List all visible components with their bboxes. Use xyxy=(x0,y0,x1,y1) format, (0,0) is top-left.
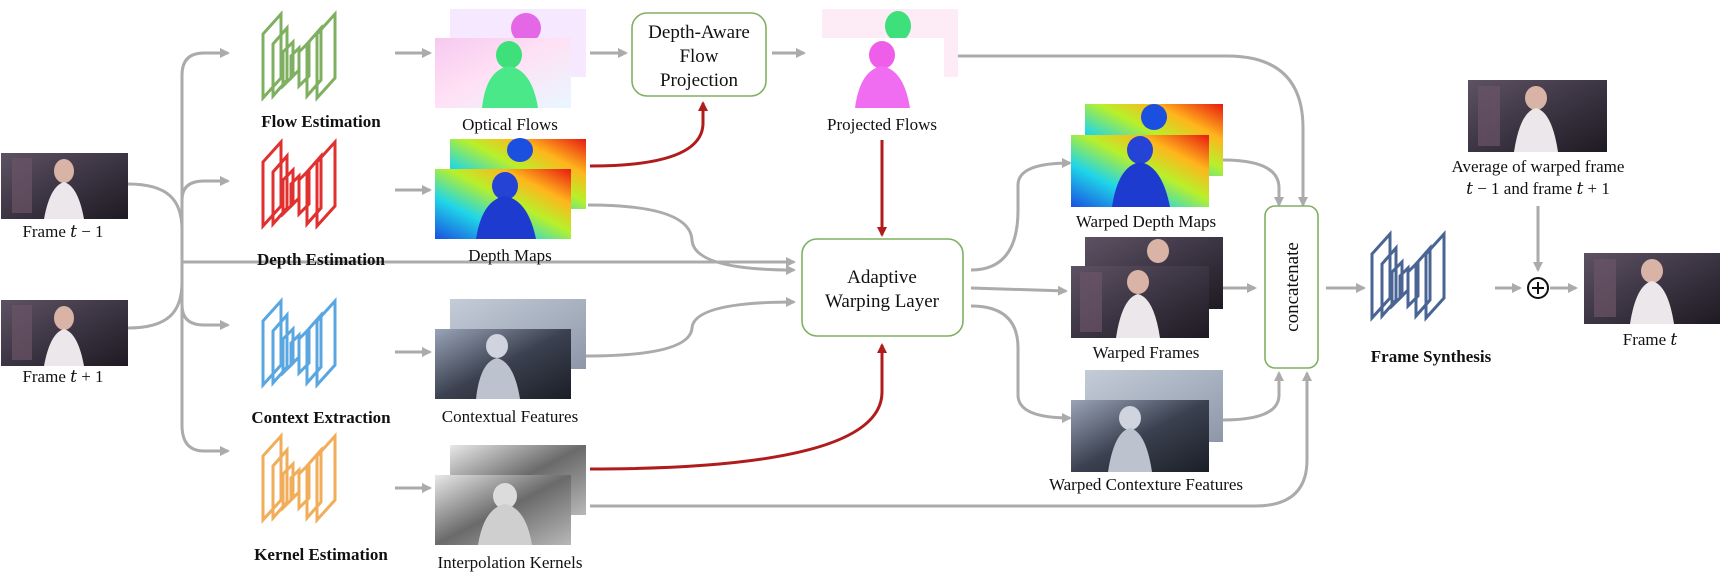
concatenate-module xyxy=(1264,205,1319,369)
plus-circle-icon xyxy=(1527,277,1549,299)
frame-prev-label: Frame 𝑡 − 1 xyxy=(22,222,103,241)
depth-maps-image xyxy=(435,138,586,239)
optical-flows-label: Optical Flows xyxy=(462,115,558,134)
flow-estimation-label: Flow Estimation xyxy=(261,112,381,131)
encoder-decoder-icon xyxy=(261,432,337,524)
encoder-decoder-icon xyxy=(261,10,337,102)
average-label-line-1: Average of warped frame xyxy=(1452,157,1625,176)
encoder-decoder-icon xyxy=(1370,230,1446,322)
feature-arrows xyxy=(585,48,1312,508)
kernel-estimation-label: Kernel Estimation xyxy=(254,545,388,564)
output-frame-image xyxy=(1584,253,1720,324)
context-extraction-label: Context Extraction xyxy=(251,408,391,427)
projection-line-3: Projection xyxy=(660,70,739,91)
frame-synthesis-label: Frame Synthesis xyxy=(1371,347,1492,366)
depth-aware-flow-projection-module xyxy=(631,12,767,97)
input-frame-prev xyxy=(1,153,128,219)
projected-flows-label: Projected Flows xyxy=(827,115,937,134)
concatenate-label: concatenate xyxy=(1282,242,1303,332)
warped-frames-label: Warped Frames xyxy=(1093,343,1200,362)
interpolation-kernels-image xyxy=(435,445,586,545)
adaptive-warping-layer-module xyxy=(801,238,964,337)
contextual-features-label: Contextual Features xyxy=(442,407,578,426)
warped-frames-image xyxy=(1071,237,1223,338)
optical-flows-image xyxy=(435,9,586,108)
warping-line-2: Warping Layer xyxy=(825,291,940,312)
warped-context-image xyxy=(1071,370,1223,472)
depth-estimation-label: Depth Estimation xyxy=(257,250,386,269)
projection-line-1: Depth-Aware xyxy=(648,22,750,43)
encoder-decoder-icon xyxy=(261,297,337,389)
contextual-features-image xyxy=(435,299,586,399)
depth-maps-label: Depth Maps xyxy=(468,246,552,265)
projected-to-concat-arrow xyxy=(958,54,1308,207)
warped-depth-maps-label: Warped Depth Maps xyxy=(1076,212,1216,231)
warped-output-arrows xyxy=(970,158,1072,423)
interpolation-kernels-label: Interpolation Kernels xyxy=(438,553,583,572)
net-output-arrows xyxy=(395,48,432,493)
projection-line-2: Flow xyxy=(679,46,718,67)
warped-depth-maps-image xyxy=(1071,104,1223,207)
input-frame-next xyxy=(1,300,128,366)
warped-context-label: Warped Contexture Features xyxy=(1049,475,1243,494)
projected-flows-image xyxy=(808,9,958,108)
input-connections xyxy=(127,48,796,456)
warping-line-1: Adaptive xyxy=(847,267,917,288)
encoder-decoder-icon xyxy=(261,138,337,230)
concat-input-arrows xyxy=(1222,158,1284,422)
average-label-line-2: 𝑡 − 1 and frame 𝑡 + 1 xyxy=(1466,179,1610,198)
output-frame-label: Frame 𝑡 xyxy=(1623,330,1678,349)
average-frame-image xyxy=(1468,80,1607,152)
frame-next-label: Frame 𝑡 + 1 xyxy=(22,367,103,386)
